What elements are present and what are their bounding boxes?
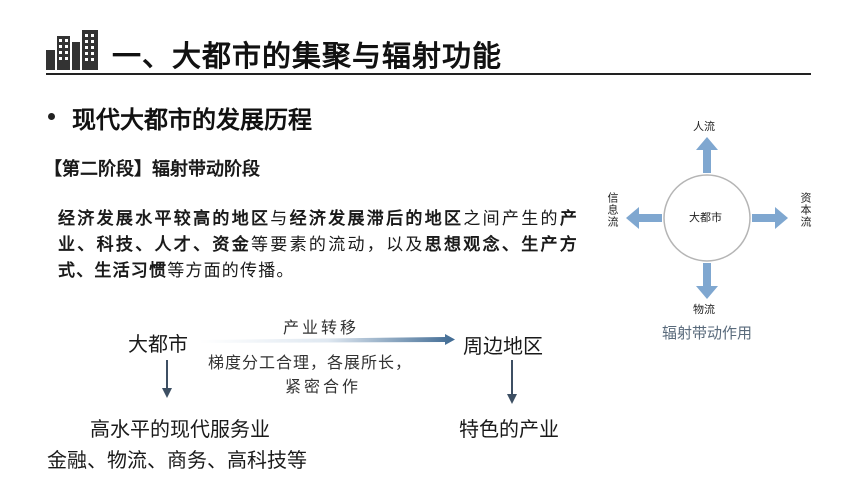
city-buildings-icon — [46, 30, 98, 70]
description-text: 与 — [270, 209, 290, 229]
stage-title: 【第二阶段】辐射带动阶段 — [44, 155, 260, 181]
stage-tag: 【第二阶段】 — [44, 159, 152, 180]
transfer-note-line2: 紧密合作 — [285, 377, 362, 396]
header-divider — [46, 73, 811, 75]
node-surrounding-area: 周边地区 — [463, 334, 543, 358]
section-heading: 现代大都市的发展历程 — [72, 106, 312, 134]
radiation-center-label: 大都市 — [689, 212, 722, 224]
description-text: 等方面的传播。 — [167, 261, 295, 281]
page-title: 一、大都市的集聚与辐射功能 — [112, 39, 503, 73]
description-bold: 思想观念、生产方式、生活习惯 — [58, 235, 578, 281]
radiation-diagram — [626, 137, 788, 299]
node-metropolis: 大都市 — [128, 332, 188, 356]
surrounding-result: 特色的产业 — [459, 417, 559, 441]
description-text: 之间产生的 — [463, 209, 560, 229]
radiation-left-label: 信息流 — [606, 192, 618, 228]
metropolis-examples: 金融、物流、商务、高科技等 — [47, 448, 307, 472]
radiation-caption: 辐射带动作用 — [662, 324, 753, 342]
description-bold: 经济发展滞后的地区 — [289, 209, 464, 229]
arrow-left — [626, 207, 662, 229]
transfer-note-line1: 梯度分工合理，各展所长， — [208, 353, 413, 372]
radiation-top-label: 人流 — [693, 121, 715, 133]
arrow-up — [696, 137, 718, 173]
description-bold: 产业、科技、人才、资金 — [58, 209, 579, 255]
bullet-dot — [48, 113, 55, 120]
arrow-down — [696, 263, 718, 299]
metropolis-result: 高水平的现代服务业 — [90, 417, 270, 441]
stage-name: 辐射带动阶段 — [152, 159, 260, 180]
transfer-label: 产业转移 — [283, 318, 360, 337]
center-circle — [663, 174, 751, 262]
radiation-right-label: 资本流 — [799, 192, 811, 228]
description-bold: 经济发展水平较高的地区 — [58, 209, 271, 229]
description-text: 等要素的流动，以及 — [251, 235, 425, 255]
radiation-bottom-label: 物流 — [693, 304, 715, 316]
description-paragraph: 经济发展水平较高的地区与经济发展滞后的地区之间产生的产业、科技、人才、资金等要素… — [58, 206, 578, 284]
arrow-right — [752, 207, 788, 229]
